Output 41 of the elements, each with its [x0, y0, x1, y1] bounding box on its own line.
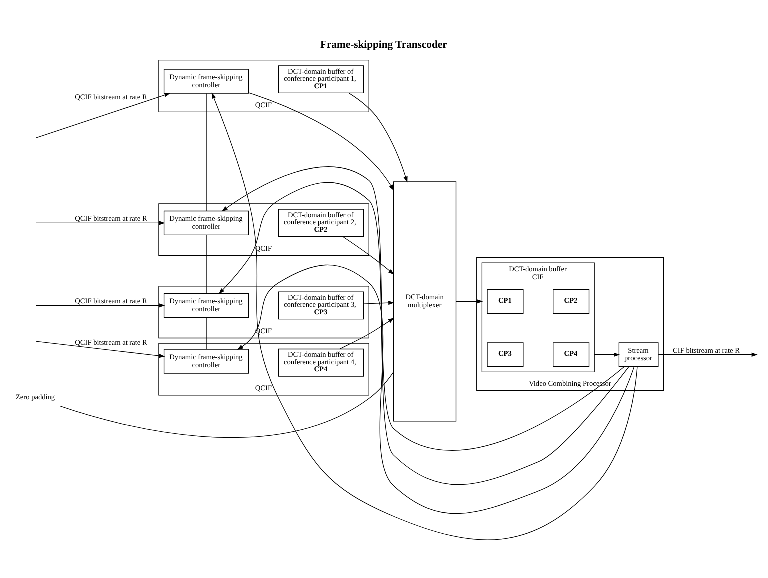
node-box: CP3 — [487, 342, 524, 368]
arrow — [212, 92, 638, 540]
edge-label: CIF bitstream at rate R — [673, 346, 740, 355]
connector — [206, 234, 207, 294]
arrow — [36, 93, 171, 138]
node-box: Stream processor — [618, 342, 659, 368]
arrow — [237, 264, 635, 514]
arrow — [594, 352, 620, 357]
arrow — [456, 300, 484, 304]
connector — [206, 317, 207, 350]
node-box: Dynamic frame-skipping controller — [164, 210, 250, 236]
node-box: DCT-domain buffer of conference participant 4, CP4 — [278, 348, 364, 377]
node-box: Dynamic frame-skipping controller — [164, 69, 250, 94]
arrow — [248, 92, 394, 191]
node-box: DCT-domain buffer of conference participant 1, CP1 — [278, 66, 364, 94]
arrow — [36, 341, 166, 358]
node-box: CP2 — [553, 289, 590, 314]
arrow — [340, 318, 394, 350]
arrow — [342, 236, 394, 275]
edge-label: QCIF bitstream at rate R — [75, 92, 148, 102]
connector — [206, 93, 207, 212]
arrow — [658, 352, 758, 357]
node-box: CP1 — [487, 289, 524, 314]
arrow — [36, 221, 166, 226]
edge-label: QCIF bitstream at rate R — [75, 296, 148, 306]
node-box: DCT-domain buffer of conference participant 3, CP3 — [278, 292, 364, 320]
node-text: Zero padding — [16, 392, 56, 402]
diagram-title: Frame-skipping Transcoder — [320, 40, 448, 52]
arrow — [364, 300, 395, 306]
node-box: DCT-domain multiplexer — [393, 182, 457, 422]
edge-label: QCIF bitstream at rate R — [75, 214, 148, 224]
arrow — [218, 182, 630, 486]
arrow — [348, 92, 408, 183]
node-box: DCT-domain buffer of conference participant 2, CP2 — [278, 209, 364, 238]
arrow — [222, 166, 625, 452]
node-box: Dynamic frame-skipping controller — [164, 349, 250, 374]
arrow — [36, 304, 166, 308]
edge-label: QCIF bitstream at rate R — [75, 338, 148, 347]
node-box: Dynamic frame-skipping controller — [164, 293, 250, 318]
node-box: CP4 — [553, 342, 590, 368]
connector — [60, 372, 394, 438]
